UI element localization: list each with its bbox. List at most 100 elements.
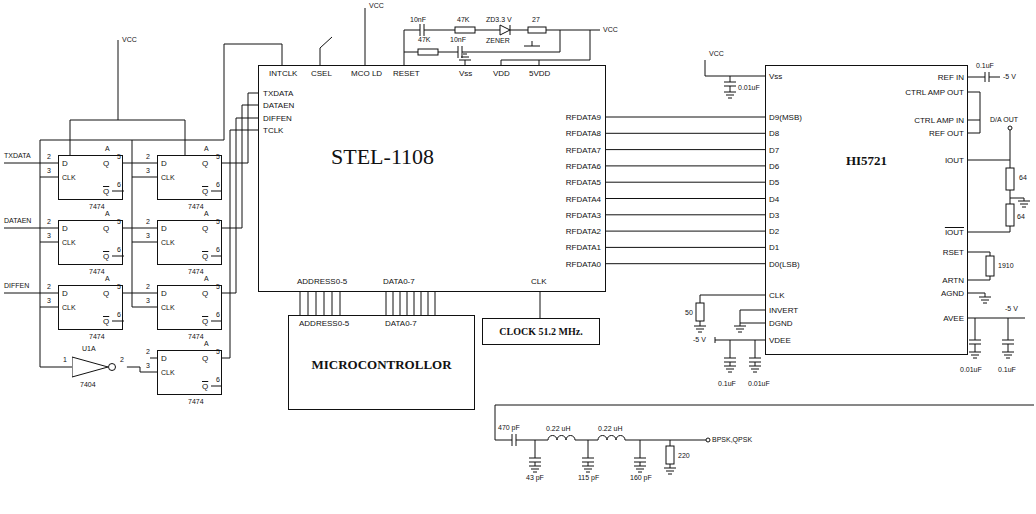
flip-flop: DQCLKQA23567474 bbox=[58, 285, 123, 330]
pin-label: Q bbox=[103, 225, 109, 233]
pin-label: D9(MSB) bbox=[769, 114, 802, 122]
schematic-label: 0.01uF bbox=[738, 84, 760, 91]
pin-label: Q bbox=[202, 355, 208, 363]
pin-label: D bbox=[161, 355, 167, 363]
schematic-label: BPSK,QPSK bbox=[712, 436, 752, 443]
pin-label: 7474 bbox=[89, 268, 105, 275]
pin-label: D4 bbox=[769, 196, 779, 204]
schematic-label: DIFFEN bbox=[4, 282, 29, 289]
schematic-label: 0.22 uH bbox=[598, 425, 623, 432]
schematic-label: ZD3.3 V bbox=[486, 16, 512, 23]
resistor-symbol bbox=[418, 49, 438, 55]
flip-flop: DQCLKQA23567474 bbox=[58, 155, 123, 200]
wire bbox=[606, 182, 765, 183]
schematic-label: 470 pF bbox=[498, 424, 520, 431]
pin-label: 6 bbox=[216, 311, 220, 318]
pin-label: 3 bbox=[146, 167, 150, 174]
schematic-label: 0.01uF bbox=[748, 380, 770, 387]
wire bbox=[606, 231, 765, 232]
resistor-symbol bbox=[528, 27, 546, 33]
pin-label: A bbox=[204, 210, 209, 217]
inverter-gate: U1A127404 bbox=[72, 355, 127, 379]
pin-label: Q bbox=[202, 318, 208, 326]
pin-label: D3 bbox=[769, 212, 779, 220]
flip-flop: DQCLKQA23567474 bbox=[157, 155, 222, 200]
pin-label: REF IN bbox=[938, 74, 964, 82]
flip-flop: DQCLKQA23567474 bbox=[157, 285, 222, 330]
pin-label: RFDATA4 bbox=[566, 196, 601, 204]
pin-label: 5 bbox=[216, 218, 220, 225]
pin-label: D0(LSB) bbox=[769, 261, 800, 269]
wire bbox=[222, 118, 258, 293]
pin-label: 5 bbox=[117, 218, 121, 225]
schematic-label: 10nF bbox=[450, 36, 466, 43]
switch-wire bbox=[320, 8, 365, 65]
data-bus bbox=[300, 292, 340, 315]
pin-label: 2 bbox=[47, 153, 51, 160]
pin-label: IOUT bbox=[945, 157, 964, 165]
schematic-label: 0.22 uH bbox=[546, 425, 571, 432]
wire bbox=[606, 263, 765, 264]
chip-name: MICROCONTROLLOR bbox=[311, 358, 451, 371]
wire bbox=[606, 133, 765, 134]
pin-label: U1A bbox=[82, 345, 96, 352]
pin-label: RFDATA3 bbox=[566, 212, 601, 220]
schematic-label: 10nF bbox=[410, 16, 426, 23]
pin-label: 5 bbox=[216, 283, 220, 290]
pin-label: RFDATA0 bbox=[566, 261, 601, 269]
pin-label: Q bbox=[103, 253, 109, 261]
pin-label: A bbox=[204, 145, 209, 152]
pin-label: 5 bbox=[117, 153, 121, 160]
pin-label: 7474 bbox=[188, 333, 204, 340]
dac-chip: HI5721VssD9(MSB)D8D7D6D5D4D3D2D1D0(LSB)C… bbox=[765, 65, 968, 355]
flip-flop: DQCLKQA23567474 bbox=[58, 220, 123, 265]
schematic-label: 50 bbox=[685, 309, 693, 316]
pin-label: 7474 bbox=[188, 268, 204, 275]
pin-label: IOUT bbox=[945, 229, 964, 237]
pin-label: Q bbox=[103, 290, 109, 298]
pin-label: RFDATA7 bbox=[566, 147, 601, 155]
terminal bbox=[1008, 126, 1012, 130]
pin-label: Q bbox=[202, 160, 208, 168]
pin-label: A bbox=[204, 275, 209, 282]
pin-label: AGND bbox=[941, 290, 964, 298]
pin-label: 2 bbox=[120, 356, 124, 363]
schematic-label: 47K bbox=[418, 36, 430, 43]
pin-label: RFDATA5 bbox=[566, 179, 601, 187]
filter-wiring bbox=[495, 405, 1034, 474]
pin-label: Q bbox=[103, 160, 109, 168]
pin-label: D2 bbox=[769, 228, 779, 236]
pin-label: D8 bbox=[769, 130, 779, 138]
wire bbox=[123, 293, 157, 294]
pin-label: CLK bbox=[769, 292, 785, 300]
pin-label: 2 bbox=[146, 218, 150, 225]
pin-label: DGND bbox=[769, 320, 793, 328]
pin-label: 7404 bbox=[80, 381, 96, 388]
pin-label: D bbox=[161, 290, 167, 298]
pin-label: RESET bbox=[393, 70, 420, 78]
pin-label: 6 bbox=[117, 311, 121, 318]
pin-label: 6 bbox=[216, 181, 220, 188]
pin-label: TXDATA bbox=[263, 90, 293, 98]
schematic-label: D/A OUT bbox=[990, 116, 1018, 123]
inverter-bubble bbox=[109, 364, 116, 371]
pin-label: 3 bbox=[47, 297, 51, 304]
pin-label: 2 bbox=[146, 283, 150, 290]
schematic-label: VCC bbox=[122, 36, 137, 43]
wire bbox=[606, 198, 765, 199]
data-bus bbox=[386, 292, 435, 315]
pin-label: D5 bbox=[769, 179, 779, 187]
wire bbox=[606, 149, 765, 150]
pin-label: TCLK bbox=[263, 127, 283, 135]
pin-label: 7474 bbox=[89, 203, 105, 210]
pin-label: A bbox=[204, 340, 209, 347]
schematic-label: 115 pF bbox=[578, 474, 599, 481]
pin-label: Q bbox=[202, 225, 208, 233]
wire bbox=[123, 163, 157, 164]
pin-label: 1 bbox=[63, 356, 67, 363]
pin-label: ARTN bbox=[942, 277, 964, 285]
pin-label: 7474 bbox=[188, 398, 204, 405]
pin-label: CLK bbox=[62, 174, 76, 181]
pin-label: D6 bbox=[769, 163, 779, 171]
inverter-symbol bbox=[72, 357, 108, 377]
